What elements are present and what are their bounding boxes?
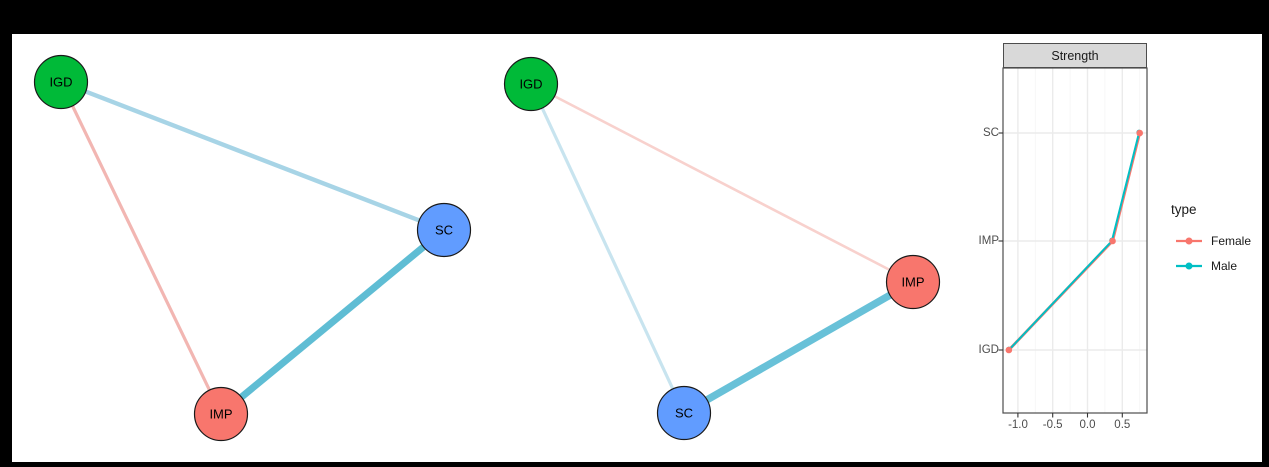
- axis-ticks: [998, 132, 1123, 418]
- x-tick-label-1: -1.0: [1008, 419, 1028, 431]
- y-axis-label-sc: SC: [983, 127, 999, 139]
- node-SC: [416, 202, 472, 258]
- node-label-IMP: IMP: [209, 407, 232, 422]
- node-SC: [656, 385, 712, 441]
- legend-label-female: Female: [1211, 234, 1252, 248]
- node-IMP: [193, 386, 249, 442]
- node-IGD: [33, 54, 89, 110]
- node-label-IMP: IMP: [901, 275, 924, 290]
- plot-series: [1005, 129, 1143, 354]
- figure-canvas: IGD SC IMP IGD SC IMP Strength SC IMP IGD -1.…: [12, 34, 1262, 462]
- legend-glyph-male: [1176, 262, 1202, 270]
- node-label-SC: SC: [435, 223, 453, 238]
- edge-IGD-SC: [529, 83, 686, 414]
- network-diagrams: IGD SC IMP IGD SC IMP: [33, 54, 941, 442]
- legend-label-male: Male: [1211, 259, 1238, 273]
- x-tick-label-2: -0.5: [1042, 419, 1063, 431]
- strength-plot: [998, 67, 1148, 418]
- x-tick-label-3: 0.0: [1079, 419, 1096, 431]
- node-IMP: [885, 254, 941, 310]
- point-female-IGD: [1005, 346, 1013, 354]
- edge-SC-IMP: [682, 278, 915, 417]
- y-axis-label-imp: IMP: [978, 235, 999, 247]
- node-label-IGD: IGD: [519, 77, 542, 92]
- legend-item-male: Male: [1174, 259, 1237, 273]
- legend-title: type: [1171, 202, 1197, 217]
- edge-IMP-SC: [218, 227, 447, 417]
- edge-IGD-IMP: [530, 82, 914, 284]
- node-label-SC: SC: [675, 406, 693, 421]
- y-axis-label-igd: IGD: [978, 344, 999, 356]
- node-label-IGD: IGD: [49, 75, 72, 90]
- network-right: IGD SC IMP: [503, 56, 941, 441]
- facet-strip-label: Strength: [1051, 48, 1099, 63]
- network-left: IGD SC IMP: [33, 54, 472, 442]
- edge-IGD-IMP: [59, 81, 223, 415]
- point-female-IMP: [1109, 237, 1116, 245]
- point-female-SC: [1136, 129, 1143, 137]
- x-tick-label-4: 0.5: [1114, 419, 1131, 431]
- edge-IGD-SC: [60, 79, 445, 233]
- node-IGD: [503, 56, 559, 112]
- legend-glyph-female: [1176, 237, 1202, 245]
- gridlines: [1003, 68, 1147, 413]
- legend-item-female: Female: [1174, 234, 1251, 248]
